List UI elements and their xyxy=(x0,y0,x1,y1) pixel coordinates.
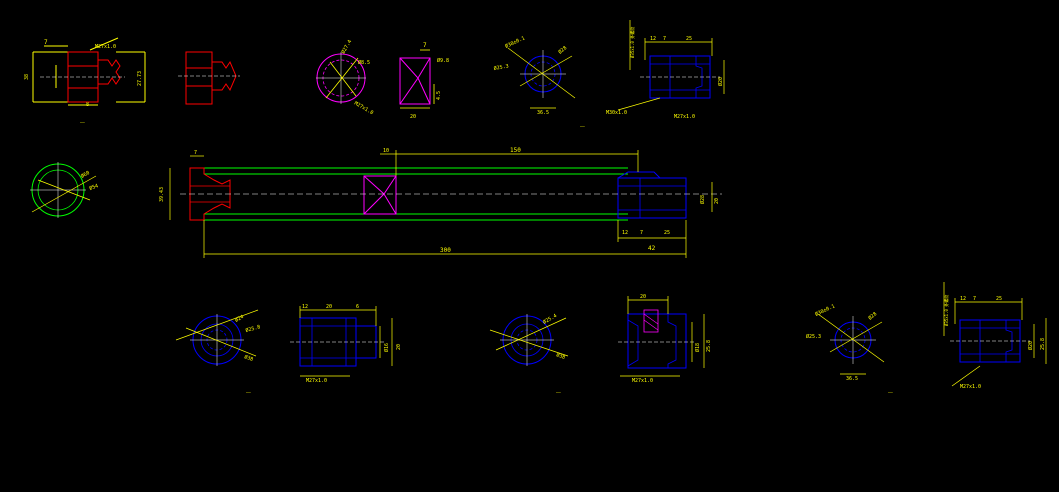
blue-side-view-top: 12 7 25 Ø20 Ø35x1.0 外螺纹 M30x1.0 M27x1.0 … xyxy=(580,20,725,129)
blue-end-view-bottom-2: Ø25.4 Ø38 —— xyxy=(489,312,569,395)
svg-text:Ø28: Ø28 xyxy=(557,44,568,55)
pipe-assembly: 150 10 300 42 12 7 25 7 39.43 Ø28 20 xyxy=(159,147,722,258)
red-fitting-dimensioned: 7 M27x1.0 38 27.73 8 —— xyxy=(24,37,146,125)
svg-text:7: 7 xyxy=(423,42,427,49)
svg-text:Ø25.3: Ø25.3 xyxy=(493,62,509,72)
svg-text:Ø8.5: Ø8.5 xyxy=(358,59,370,66)
svg-text:——: —— xyxy=(888,390,893,395)
svg-text:——: —— xyxy=(580,124,585,129)
green-end-view: Ø60 Ø54 xyxy=(30,162,99,218)
svg-text:——: —— xyxy=(246,390,251,395)
svg-text:Ø18: Ø18 xyxy=(694,343,701,352)
svg-text:M27x1.0: M27x1.0 xyxy=(632,378,653,384)
magenta-section: 7 Ø9.8 20 4.5 xyxy=(399,42,449,120)
blue-side-view-bottom-2: 20 Ø18 25.8 M27x1.0 xyxy=(618,294,712,384)
svg-text:Ø38: Ø38 xyxy=(243,353,254,363)
svg-text:Ø25.4: Ø25.4 xyxy=(542,312,559,326)
svg-text:10: 10 xyxy=(383,148,389,154)
svg-text:25: 25 xyxy=(664,230,670,236)
svg-text:M27x1.0: M27x1.0 xyxy=(306,378,327,384)
svg-text:M27x1.0: M27x1.0 xyxy=(960,384,981,390)
red-fitting-plain xyxy=(178,51,240,105)
svg-text:7: 7 xyxy=(640,230,643,236)
svg-text:Ø24: Ø24 xyxy=(234,313,245,324)
svg-text:Ø54: Ø54 xyxy=(88,182,99,192)
dim-8-label: 8 xyxy=(86,102,89,108)
svg-text:Ø60: Ø60 xyxy=(80,169,91,180)
svg-text:Ø35x1.0 外螺纹: Ø35x1.0 外螺纹 xyxy=(629,27,635,58)
svg-text:12: 12 xyxy=(960,296,966,302)
svg-text:36.5: 36.5 xyxy=(846,376,858,382)
blue-side-view-bottom-3: 12 7 25 Ø20 25.8 Ø35x1.0 外螺纹 M27x1.0 xyxy=(943,282,1047,390)
dim-300-label: 300 xyxy=(440,247,451,254)
svg-text:7: 7 xyxy=(194,150,197,156)
svg-text:Ø28: Ø28 xyxy=(699,195,706,204)
svg-text:25: 25 xyxy=(686,36,692,42)
svg-text:Ø20: Ø20 xyxy=(717,77,724,86)
svg-text:36.5: 36.5 xyxy=(537,110,549,116)
svg-text:20: 20 xyxy=(410,114,416,120)
svg-text:Ø27.4: Ø27.4 xyxy=(340,38,354,55)
svg-text:4.5: 4.5 xyxy=(436,91,442,100)
svg-text:7: 7 xyxy=(663,36,666,42)
svg-text:25: 25 xyxy=(996,296,1002,302)
svg-text:20: 20 xyxy=(396,344,402,350)
svg-text:Ø28: Ø28 xyxy=(867,310,878,321)
svg-text:20: 20 xyxy=(714,198,720,204)
svg-text:Ø38: Ø38 xyxy=(555,351,566,361)
svg-text:12: 12 xyxy=(302,304,308,310)
thread-label-top: M27x1.0 xyxy=(95,44,116,50)
svg-text:M27x1.0: M27x1.0 xyxy=(674,114,695,120)
svg-text:——: —— xyxy=(80,120,85,125)
svg-text:25.8: 25.8 xyxy=(1040,338,1046,350)
svg-text:20: 20 xyxy=(326,304,332,310)
svg-text:6: 6 xyxy=(356,304,359,310)
svg-text:Ø25.8: Ø25.8 xyxy=(245,323,261,334)
blue-end-view-bottom-1: Ø24 Ø25.8 Ø38 —— xyxy=(175,309,261,395)
magenta-end-view: Ø27.4 Ø8.5 M27x1.0 xyxy=(316,38,374,116)
svg-text:M27x1.0: M27x1.0 xyxy=(353,101,374,117)
svg-text:39.43: 39.43 xyxy=(159,187,165,202)
blue-end-view-bottom-3: Ø38±0.1 Ø28 Ø25.3 36.5 —— xyxy=(806,303,893,395)
svg-text:7: 7 xyxy=(973,296,976,302)
svg-text:——: —— xyxy=(556,390,561,395)
dim-7-label: 7 xyxy=(44,39,48,46)
svg-text:25.8: 25.8 xyxy=(706,340,712,352)
dim-150-label: 150 xyxy=(510,147,521,154)
svg-text:12: 12 xyxy=(650,36,656,42)
svg-text:38: 38 xyxy=(24,74,30,80)
svg-text:12: 12 xyxy=(622,230,628,236)
svg-text:27.73: 27.73 xyxy=(137,71,143,86)
blue-side-view-bottom-1: 12 20 6 Ø16 20 M27x1.0 xyxy=(290,304,402,384)
svg-text:Ø38±0.1: Ø38±0.1 xyxy=(814,303,836,318)
svg-text:Ø9.8: Ø9.8 xyxy=(437,57,449,64)
svg-text:M30x1.0: M30x1.0 xyxy=(606,110,627,116)
svg-text:Ø16: Ø16 xyxy=(383,343,390,352)
svg-text:Ø25.3: Ø25.3 xyxy=(806,333,821,340)
svg-text:Ø35x1.0 外螺纹: Ø35x1.0 外螺纹 xyxy=(943,295,949,326)
dim-42-label: 42 xyxy=(648,245,656,252)
svg-text:Ø20: Ø20 xyxy=(1027,341,1034,350)
svg-text:Ø38±0.1: Ø38±0.1 xyxy=(504,35,526,50)
blue-end-view-top: Ø38±0.1 Ø28 Ø25.3 36.5 xyxy=(493,35,576,116)
svg-text:20: 20 xyxy=(640,294,646,300)
